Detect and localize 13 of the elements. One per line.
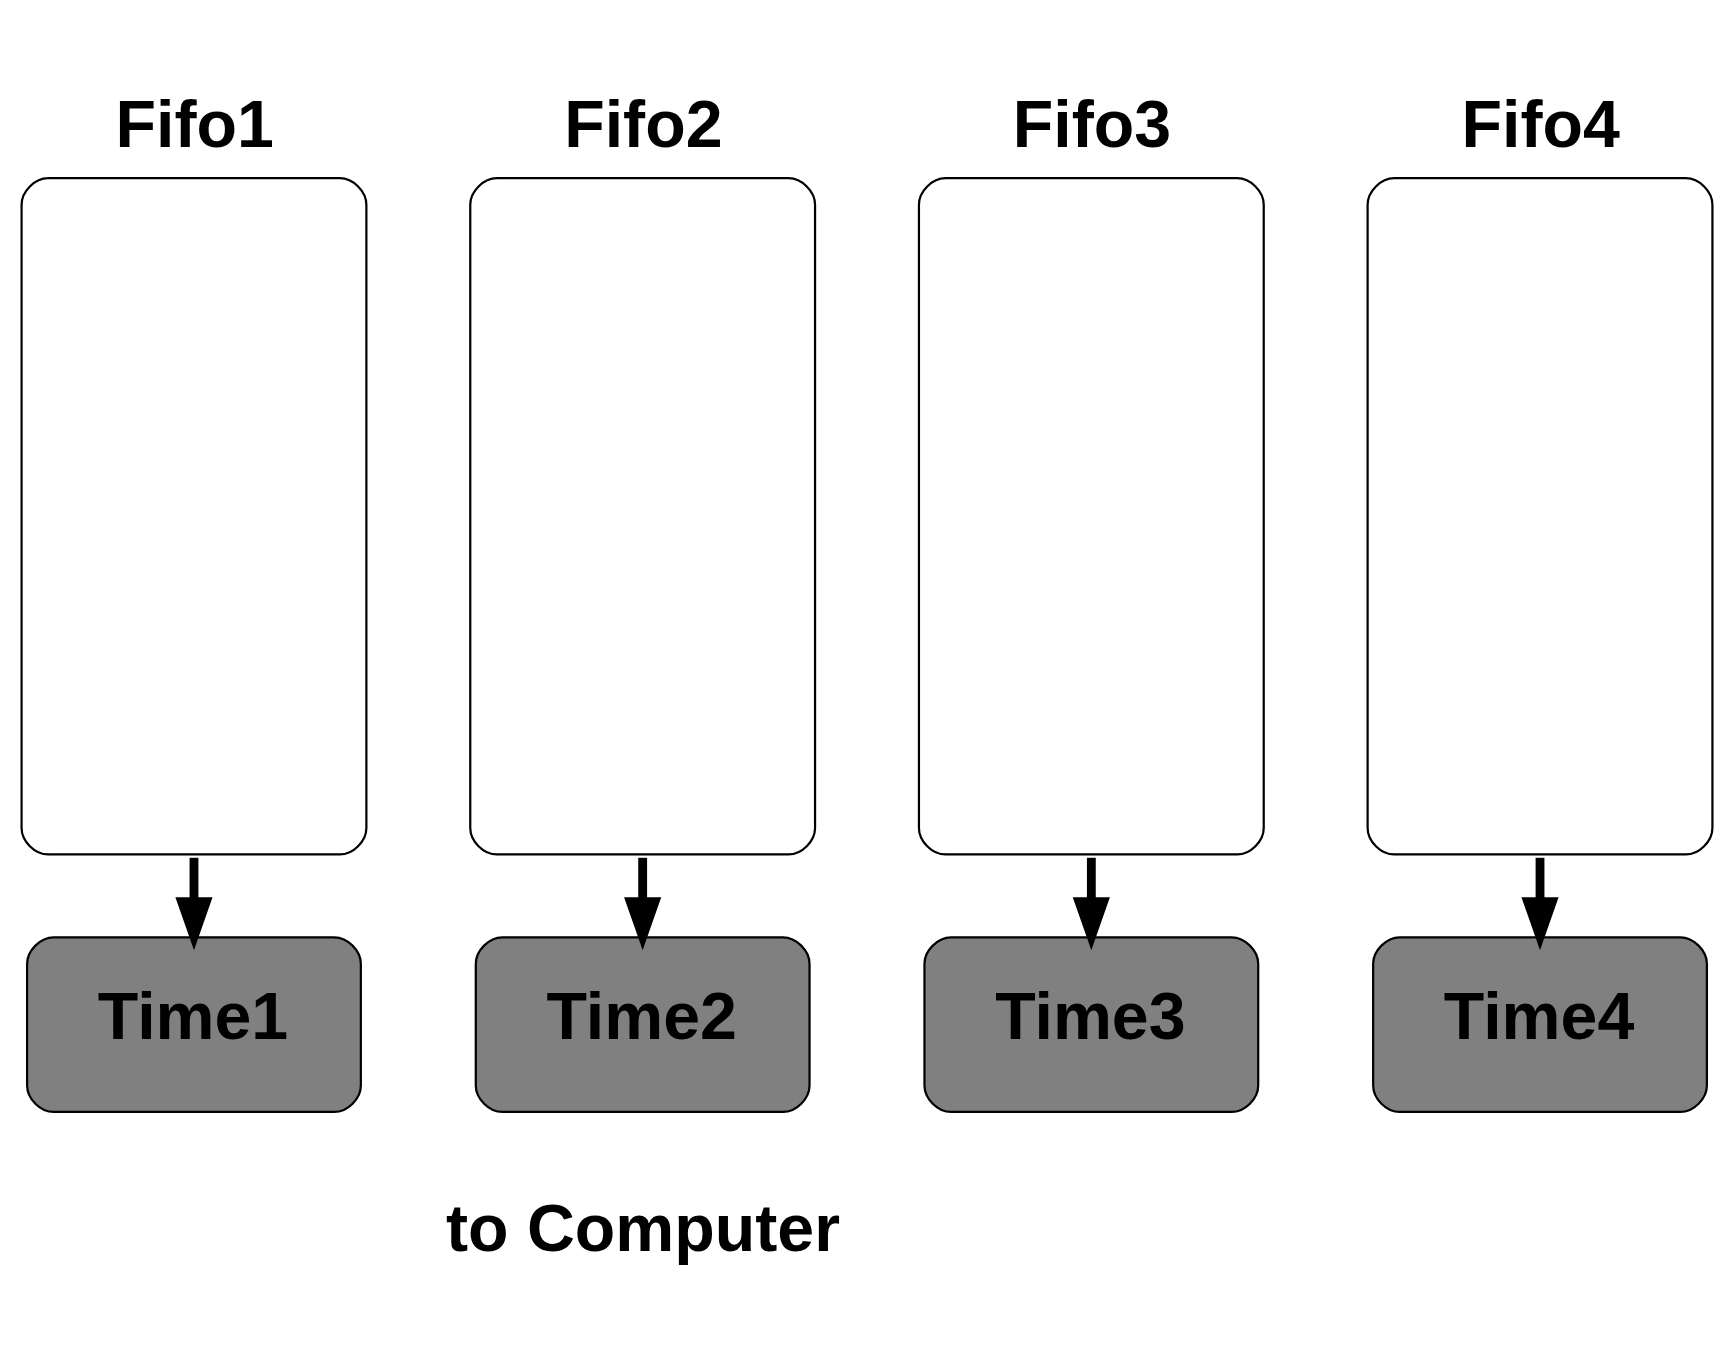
arrow [1521, 857, 1559, 950]
arrow [175, 857, 213, 950]
node-box: Time2 [474, 935, 811, 1113]
node-box: Time4 [1372, 935, 1708, 1113]
arrow [1072, 857, 1110, 950]
node-label: Fifo3 [1012, 86, 1172, 161]
node-label: Fifo1 [115, 86, 274, 161]
node-label: Fifo2 [564, 86, 723, 161]
arrow [624, 857, 662, 950]
node-label: Fifo4 [1461, 86, 1620, 161]
label: to Computer [445, 1190, 841, 1265]
node-box: Time1 [26, 935, 362, 1113]
node-box: Time3 [923, 935, 1260, 1113]
